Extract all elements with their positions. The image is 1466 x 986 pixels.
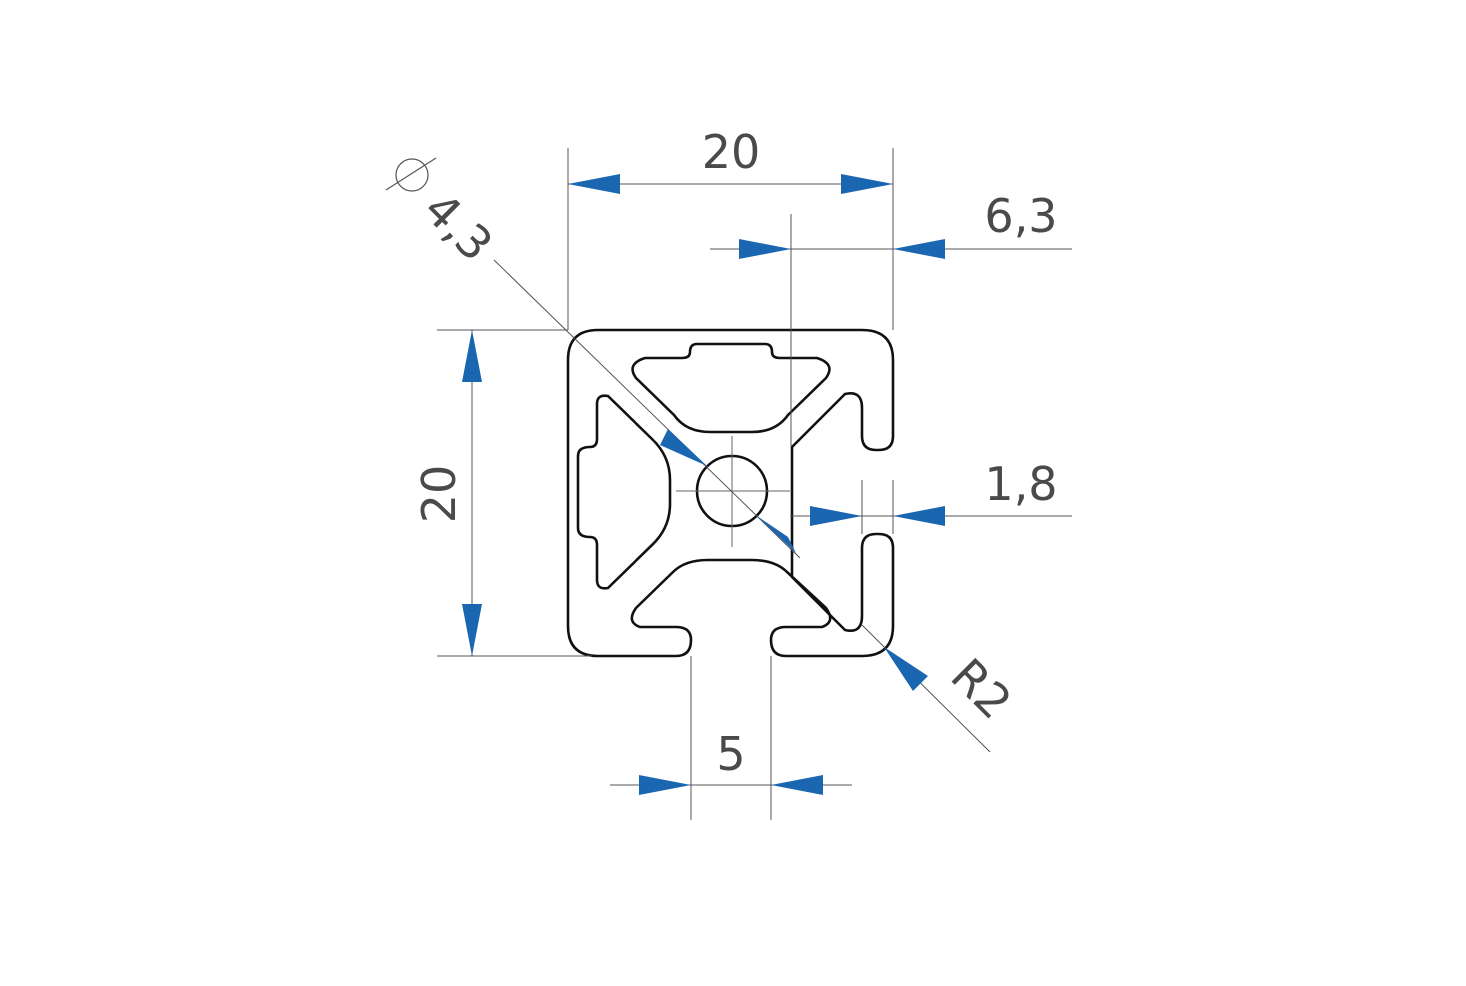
width-dimension: 20 bbox=[567, 125, 894, 330]
slot-offset-dimension: 6,3 bbox=[710, 189, 1072, 447]
height-label: 20 bbox=[412, 465, 466, 524]
arrow-head bbox=[810, 506, 862, 526]
arrow-head bbox=[884, 647, 928, 691]
arrow-head bbox=[462, 330, 482, 382]
corner-radius-label: R2 bbox=[941, 648, 1022, 729]
left-slot-pocket bbox=[576, 394, 672, 590]
arrow-head bbox=[739, 239, 791, 259]
slot-offset-label: 6,3 bbox=[984, 189, 1057, 243]
arrow-head bbox=[568, 174, 620, 194]
outer-contour bbox=[566, 328, 895, 658]
slot-opening-dimension: 5 bbox=[610, 656, 852, 820]
arrow-head bbox=[639, 775, 691, 795]
arrow-head bbox=[841, 174, 893, 194]
width-label: 20 bbox=[702, 125, 761, 179]
slot-opening-label: 5 bbox=[716, 727, 745, 781]
arrow-head bbox=[660, 429, 707, 466]
arrow-head bbox=[893, 239, 945, 259]
arrow-head bbox=[771, 775, 823, 795]
top-slot-pocket bbox=[631, 342, 831, 434]
corner-radius-dimension: R2 bbox=[861, 624, 1022, 753]
wall-thickness-label: 1,8 bbox=[984, 457, 1057, 511]
arrow-head bbox=[462, 604, 482, 656]
height-dimension: 20 bbox=[412, 329, 592, 657]
arrow-head bbox=[893, 506, 945, 526]
arrow-head bbox=[757, 516, 796, 553]
bore-diameter-label: 4,3 bbox=[413, 182, 503, 272]
diameter-symbol-icon bbox=[385, 157, 437, 192]
wall-thickness-dimension: 1,8 bbox=[790, 457, 1072, 534]
